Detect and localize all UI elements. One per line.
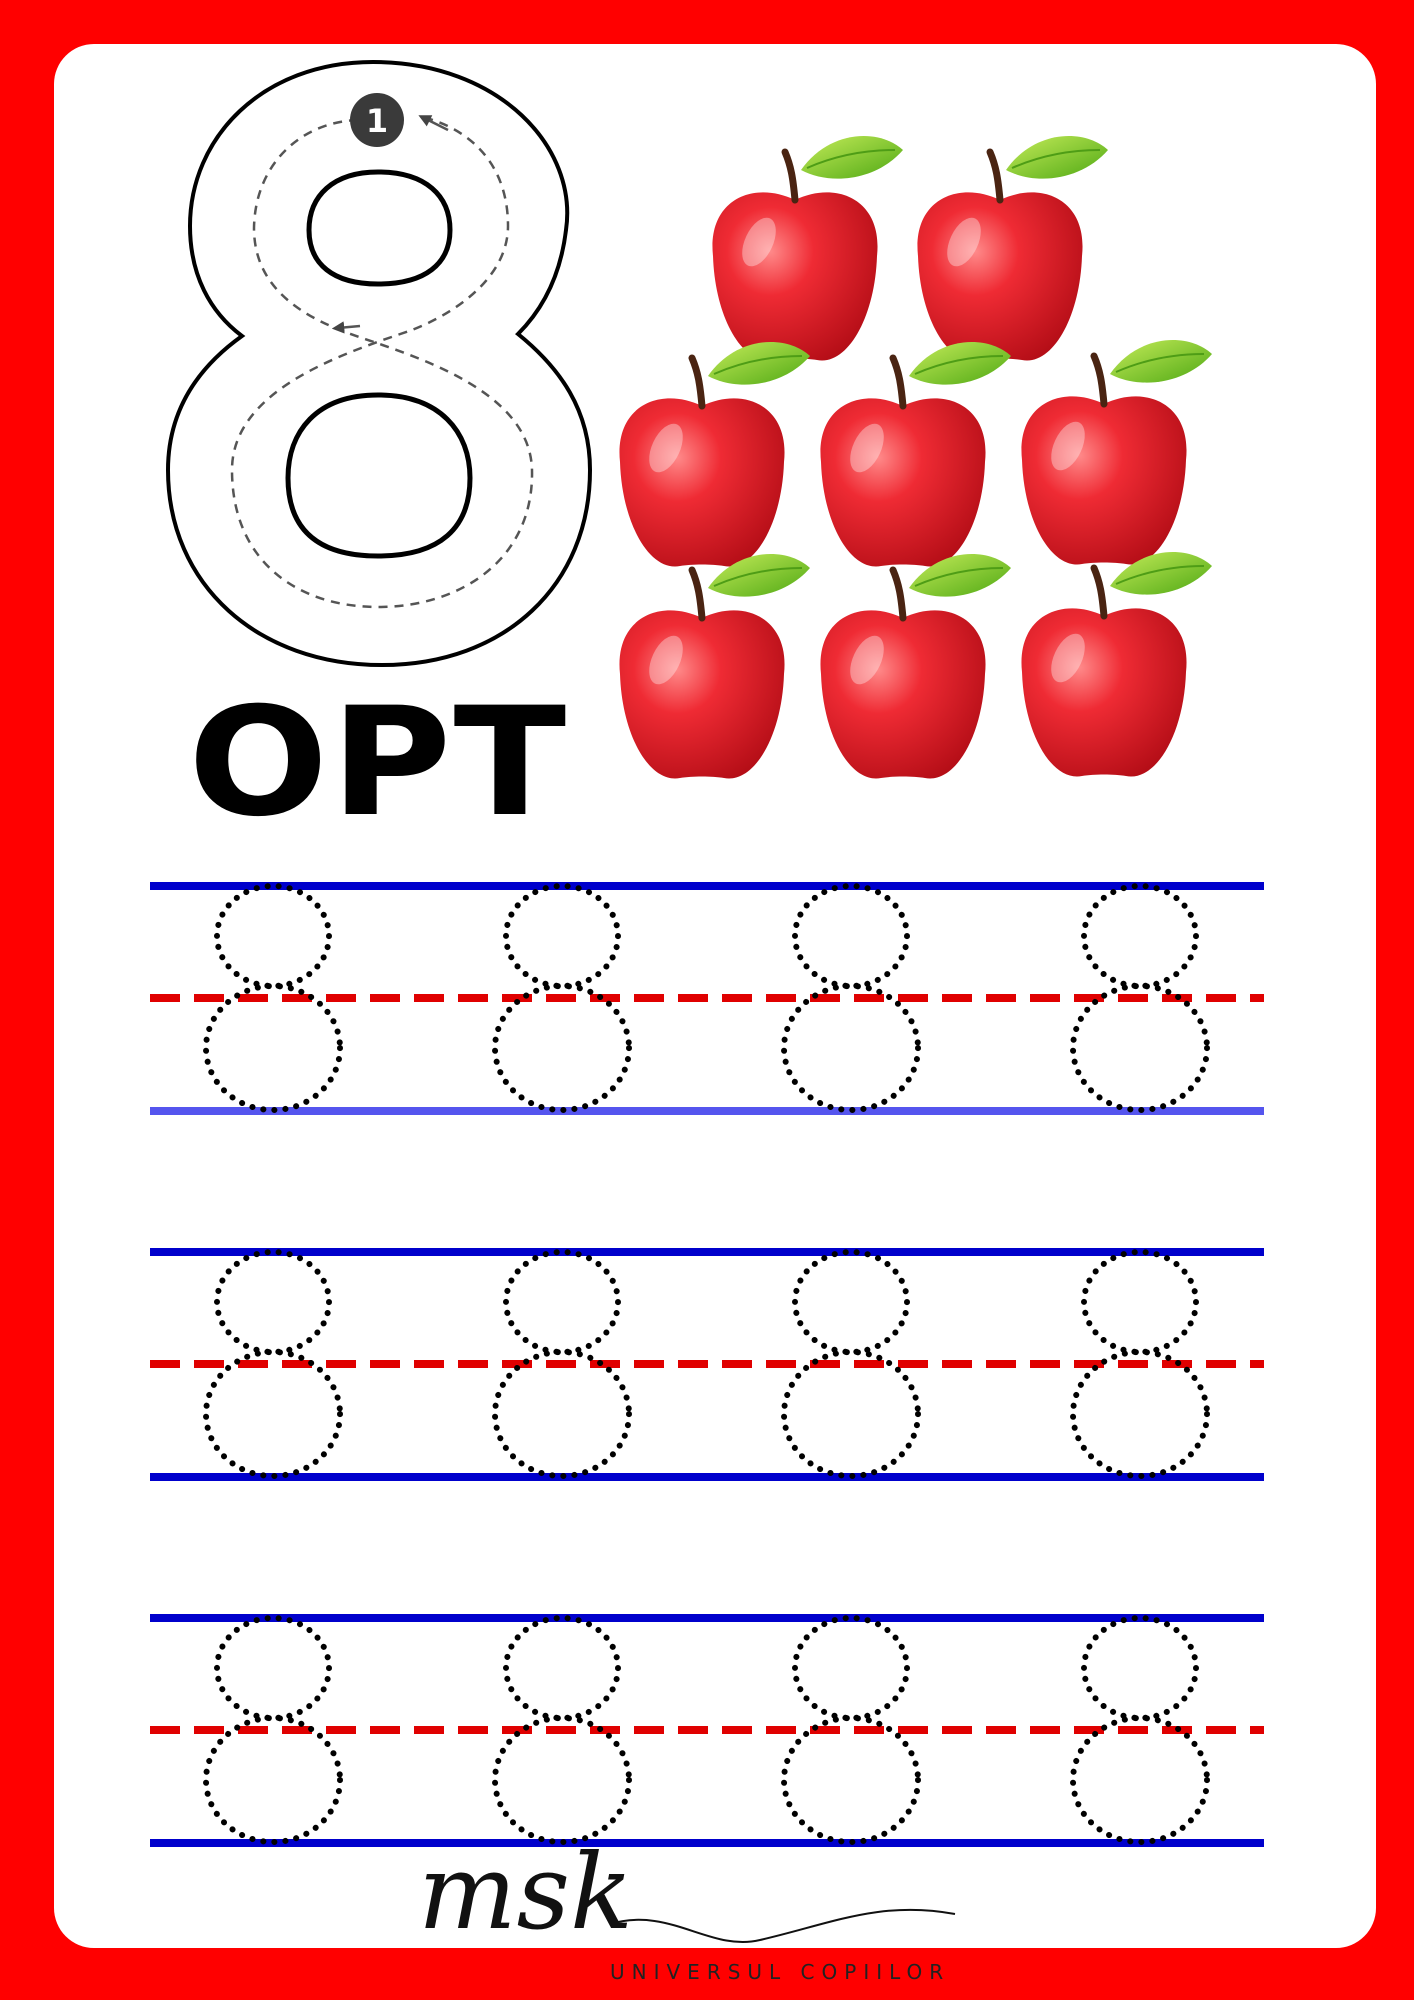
apple-icon xyxy=(712,136,903,360)
tracing-digit-eight[interactable] xyxy=(1070,1615,1210,1845)
tracing-digit-eight[interactable] xyxy=(1070,1249,1210,1479)
tracing-digit-eight[interactable] xyxy=(781,883,921,1113)
tracing-row xyxy=(150,882,1264,1115)
apple-icon xyxy=(1021,340,1212,564)
apple-icon xyxy=(619,342,810,566)
stroke-guide-path xyxy=(230,115,534,609)
tracing-row xyxy=(150,1614,1264,1847)
tracing-row xyxy=(150,1248,1264,1481)
number-word: OPT xyxy=(188,676,569,850)
tracing-digit-eight[interactable] xyxy=(781,1615,921,1845)
stroke-order-step-number: 1 xyxy=(366,102,388,140)
big-digit-eight-outline xyxy=(165,59,593,668)
apple-icon xyxy=(1021,552,1212,776)
tracing-digit-eight[interactable] xyxy=(203,1249,343,1479)
brand-tagline: UNIVERSUL COPIILOR xyxy=(610,1960,951,1984)
stroke-order-step-badge: 1 xyxy=(350,93,404,147)
apple-icon xyxy=(820,554,1011,778)
logo-script-text: msk xyxy=(418,1831,634,1953)
apple-icon xyxy=(619,554,810,778)
apple-icon xyxy=(917,136,1108,360)
apple-icon xyxy=(820,342,1011,566)
tracing-digit-eight[interactable] xyxy=(781,1249,921,1479)
tracing-digit-eight[interactable] xyxy=(492,883,632,1113)
tracing-digit-eight[interactable] xyxy=(492,1615,632,1845)
tracing-digit-eight[interactable] xyxy=(203,1615,343,1845)
apple-illustration xyxy=(619,136,1212,778)
tracing-digit-eight[interactable] xyxy=(492,1249,632,1479)
tracing-digit-eight[interactable] xyxy=(203,883,343,1113)
tracing-rows xyxy=(150,882,1264,1847)
tracing-digit-eight[interactable] xyxy=(1070,883,1210,1113)
brand-logo: msk UNIVERSUL COPIILOR xyxy=(410,1831,970,1984)
logo-signature-swash xyxy=(609,1908,956,1943)
